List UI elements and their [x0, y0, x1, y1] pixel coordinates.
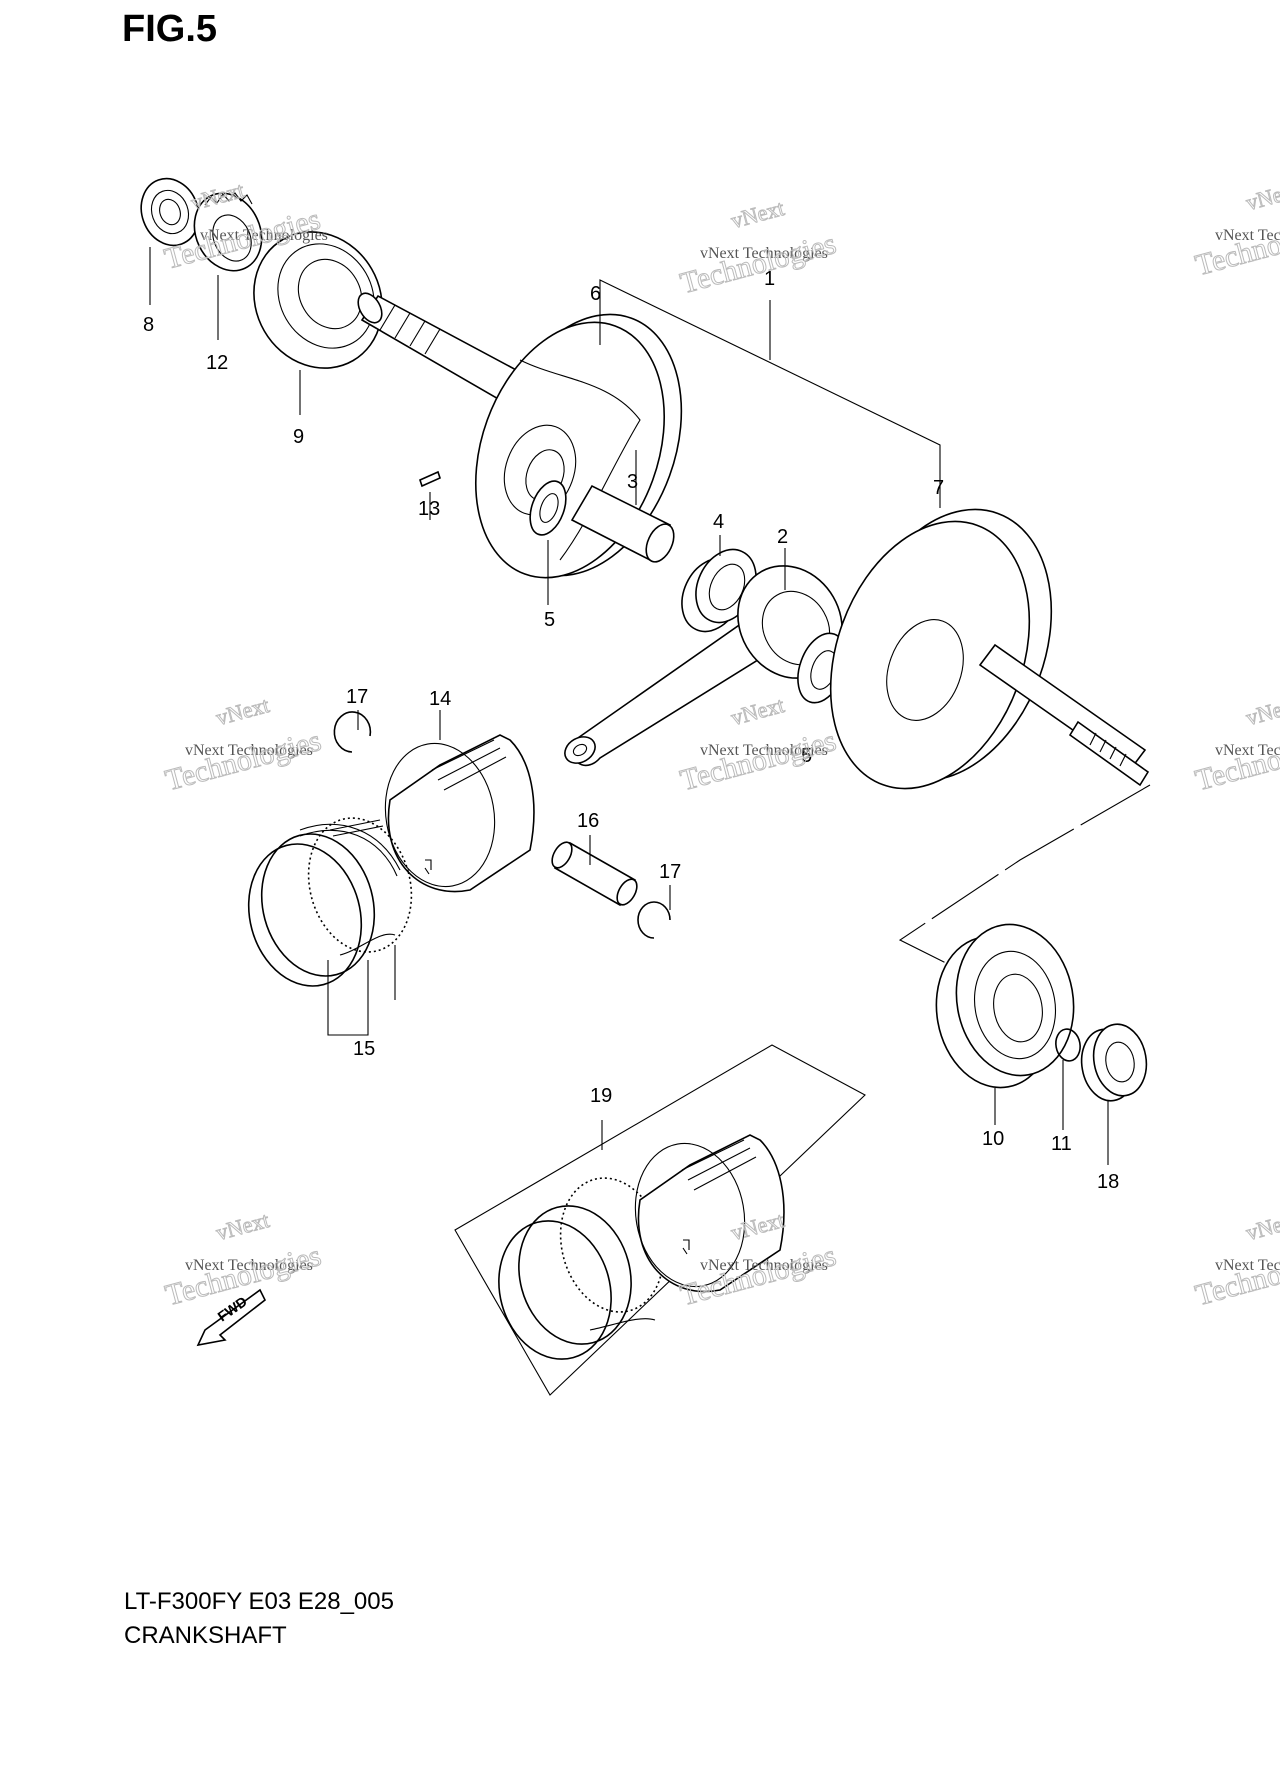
callout-5-left: 5	[544, 609, 555, 631]
part-18-oil-seal	[1080, 1023, 1148, 1165]
callout-9: 9	[293, 426, 304, 448]
svg-text:vNext: vNext	[1243, 1207, 1280, 1245]
part-1-bracket	[599, 279, 941, 508]
part-15-piston-rings	[247, 817, 413, 1036]
figure-title: FIG.5	[122, 8, 218, 50]
watermark-mid-left: vNext vNext Technologies Technologies	[161, 692, 325, 798]
part-5-washer-left	[529, 480, 567, 605]
left-crank-shaft	[357, 292, 522, 402]
svg-text:vNext Technologies: vNext Technologies	[700, 742, 828, 759]
callout-14: 14	[429, 688, 451, 710]
svg-text:vNext Technologies: vNext Technologies	[185, 742, 313, 759]
svg-text:vNext Technologies: vNext Technologies	[1215, 227, 1280, 244]
callout-10: 10	[982, 1128, 1004, 1150]
svg-text:vNext: vNext	[1243, 692, 1280, 730]
part-6-left-flywheel	[474, 313, 683, 579]
part-9-bearing	[253, 231, 383, 415]
bearing-leader-line	[898, 784, 1151, 966]
svg-text:vNext Technologies: vNext Technologies	[200, 227, 328, 244]
svg-text:vNext Technologies: vNext Technologies	[1215, 1257, 1280, 1274]
callout-13: 13	[418, 498, 440, 520]
svg-text:vNext Technologies: vNext Technologies	[700, 245, 828, 262]
part-11-o-ring	[1055, 1028, 1081, 1130]
svg-text:vNext Technologies: vNext Technologies	[185, 1257, 313, 1274]
part-19-piston-set	[454, 1044, 866, 1396]
part-14-piston	[384, 710, 535, 893]
svg-text:Technologies: Technologies	[1192, 1239, 1280, 1312]
svg-text:vNext: vNext	[728, 195, 786, 233]
svg-text:Technologies: Technologies	[677, 724, 840, 797]
part-2-connecting-rod	[564, 548, 843, 767]
part-7-right-flywheel	[829, 508, 1150, 790]
callout-5-right: 5	[801, 745, 812, 767]
watermark-top-center: vNext vNext Technologies Technologies	[676, 195, 840, 301]
callout-12: 12	[206, 352, 228, 374]
svg-text:Technologies: Technologies	[677, 227, 840, 300]
part-17-circlip-right	[637, 885, 671, 939]
svg-text:vNext Technologies: vNext Technologies	[1215, 742, 1280, 759]
watermark-top-right: vNext vNext Technologies Technologies	[1191, 177, 1280, 283]
callout-6: 6	[590, 283, 601, 305]
callout-8: 8	[143, 314, 154, 336]
callout-2: 2	[777, 526, 788, 548]
callout-7: 7	[933, 477, 944, 499]
part-16-piston-pin	[551, 835, 638, 907]
callout-18: 18	[1097, 1171, 1119, 1193]
watermark-mid-right: vNext vNext Technologies Technologies	[1191, 692, 1280, 798]
callout-1: 1	[764, 268, 775, 290]
svg-text:Technologies: Technologies	[1192, 209, 1280, 282]
part-17-circlip-left	[333, 710, 372, 753]
model-code: LT-F300FY E03 E28_005	[124, 1588, 394, 1615]
part-10-bearing	[935, 923, 1075, 1125]
watermark-bottom-left: vNext vNext Technologies Technologies	[161, 1207, 325, 1313]
part-8-bearing	[140, 177, 200, 305]
part-12-gear	[193, 192, 263, 340]
svg-text:vNext: vNext	[213, 1207, 271, 1245]
callout-4: 4	[713, 511, 724, 533]
svg-text:vNext: vNext	[728, 692, 786, 730]
svg-text:vNext Technologies: vNext Technologies	[700, 1257, 828, 1274]
callout-19: 19	[590, 1085, 612, 1107]
watermark-mid-center: vNext vNext Technologies Technologies	[676, 692, 840, 798]
part-3-crank-pin	[570, 450, 675, 563]
svg-text:Technologies: Technologies	[1192, 724, 1280, 797]
watermark-bottom-right: vNext vNext Technologies Technologies	[1191, 1207, 1280, 1313]
svg-text:Technologies: Technologies	[162, 724, 325, 797]
svg-text:vNext: vNext	[1243, 177, 1280, 215]
callout-17-right: 17	[659, 861, 681, 883]
callout-3: 3	[627, 471, 638, 493]
callout-17-left: 17	[346, 686, 368, 708]
part-13-pin	[419, 470, 441, 520]
callout-11: 11	[1051, 1133, 1072, 1155]
section-name: CRANKSHAFT	[124, 1622, 287, 1649]
callout-16: 16	[577, 810, 599, 832]
svg-text:vNext: vNext	[213, 692, 271, 730]
callout-15: 15	[353, 1038, 375, 1060]
